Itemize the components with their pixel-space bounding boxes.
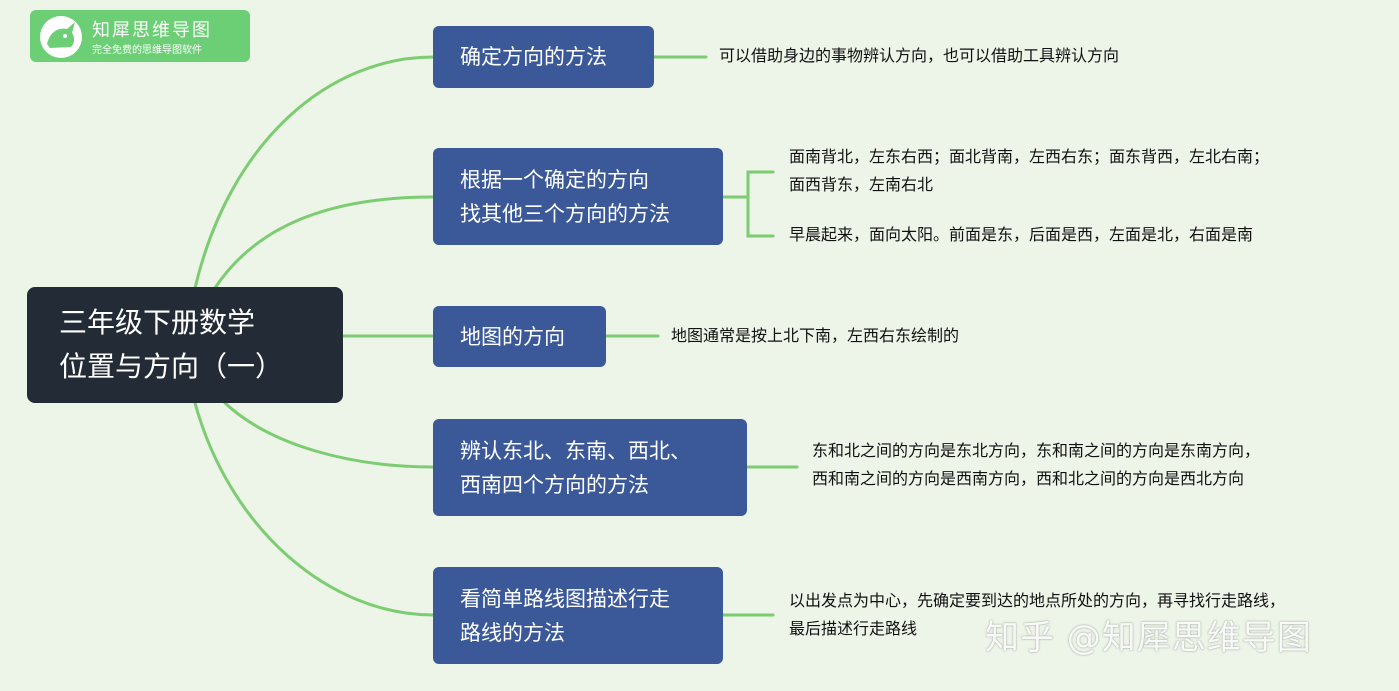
root-topic[interactable]: 三年级下册数学 位置与方向（一） bbox=[27, 287, 343, 403]
branch-topic-label: 辨认东北、东南、西北、 bbox=[460, 438, 691, 463]
branch-topic-label: 路线的方法 bbox=[460, 620, 565, 645]
branch-topic-label: 看简单路线图描述行走 bbox=[460, 586, 670, 611]
watermark: 知乎 @知犀思维导图 bbox=[985, 618, 1312, 658]
branch-topic-label: 西南四个方向的方法 bbox=[460, 472, 649, 497]
connector-root-branch-5 bbox=[193, 401, 435, 617]
note-line: 以出发点为中心，先确定要到达的地点所处的方向，再寻找行走路线， bbox=[789, 591, 1286, 610]
branch-topic-3[interactable]: 地图的方向 bbox=[433, 306, 606, 367]
connector-root-branch-2 bbox=[213, 195, 435, 290]
connector-branch-2-bracket bbox=[721, 170, 775, 238]
note-2-1[interactable]: 面南背北，左东右西；面北背南，左西右东；面东背西，左北右南； 面西背东，左南右北 bbox=[789, 143, 1269, 199]
logo-name: 知犀思维导图 bbox=[92, 20, 212, 41]
connector-root-branch-1 bbox=[193, 55, 435, 290]
note-1-1[interactable]: 可以借助身边的事物辨认方向，也可以借助工具辨认方向 bbox=[719, 46, 1120, 65]
rhino-logo-icon bbox=[40, 16, 82, 58]
note-line: 面西背东，左南右北 bbox=[789, 175, 934, 194]
connector-root-branch-4 bbox=[223, 401, 435, 469]
note-4-1[interactable]: 东和北之间的方向是东北方向，东和南之间的方向是东南方向， 西和南之间的方向是西南… bbox=[812, 437, 1260, 493]
branch-topic-4[interactable]: 辨认东北、东南、西北、 西南四个方向的方法 bbox=[433, 419, 747, 516]
root-topic-line: 三年级下册数学 bbox=[59, 306, 256, 339]
note-3-1[interactable]: 地图通常是按上北下南，左西右东绘制的 bbox=[671, 326, 960, 345]
branch-topic-5[interactable]: 看简单路线图描述行走 路线的方法 bbox=[433, 567, 723, 664]
logo-slogan: 完全免费的思维导图软件 bbox=[92, 45, 202, 56]
branch-topic-label: 根据一个确定的方向 bbox=[460, 167, 649, 192]
note-line: 最后描述行走路线 bbox=[789, 619, 918, 638]
note-5-1[interactable]: 以出发点为中心，先确定要到达的地点所处的方向，再寻找行走路线， 最后描述行走路线 bbox=[789, 587, 1285, 643]
note-line: 东和北之间的方向是东北方向，东和南之间的方向是东南方向， bbox=[812, 441, 1261, 460]
logo-badge: 知犀思维导图 完全免费的思维导图软件 bbox=[30, 10, 250, 62]
root-topic-line: 位置与方向（一） bbox=[59, 350, 284, 383]
note-2-2[interactable]: 早晨起来，面向太阳。前面是东，后面是西，左面是北，右面是南 bbox=[789, 225, 1254, 244]
branch-topic-label: 地图的方向 bbox=[460, 324, 565, 349]
note-line: 西和南之间的方向是西南方向，西和北之间的方向是西北方向 bbox=[812, 469, 1245, 488]
note-line: 面南背北，左东右西；面北背南，左西右东；面东背西，左北右南； bbox=[789, 147, 1270, 166]
branch-topic-label: 找其他三个方向的方法 bbox=[460, 201, 670, 226]
branch-topic-1[interactable]: 确定方向的方法 bbox=[433, 26, 654, 88]
branch-topic-label: 确定方向的方法 bbox=[460, 45, 607, 69]
branch-topic-2[interactable]: 根据一个确定的方向 找其他三个方向的方法 bbox=[433, 148, 723, 245]
